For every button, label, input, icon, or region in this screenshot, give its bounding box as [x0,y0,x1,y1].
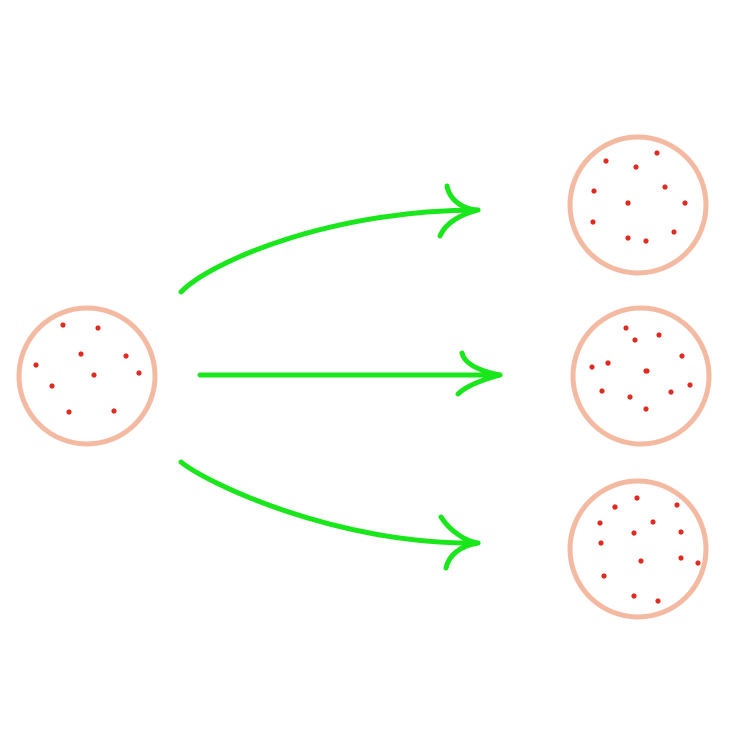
target-circle-top-dot [654,150,660,156]
source-circle-dot [60,322,66,328]
source-circle-dot [123,353,129,359]
target-circle-bottom-dot [631,593,637,599]
target-circle-middle-dot [643,368,649,374]
source-circle-outline [16,305,158,447]
source-circle-dot [95,325,101,331]
arrow-to-top-shaft [178,207,481,295]
target-circle-bottom-dot [650,519,656,525]
source-circle-dot [111,408,117,414]
target-circle-bottom-dot [655,598,661,604]
target-circle-top-dot [633,164,639,170]
target-circle-middle-dot [632,337,638,343]
target-circle-bottom [567,478,709,620]
arrow-to-middle-head [455,350,503,397]
target-circle-bottom-dot [638,558,644,564]
circles-group [16,134,712,620]
target-circle-bottom-dot [631,530,637,536]
arrow-to-bottom-head [438,514,481,571]
target-circle-top-dot [625,235,631,241]
target-circle-bottom-dot [695,560,701,566]
target-circle-middle-dot [679,353,685,359]
target-circle-top-dot [590,219,596,225]
target-circle-bottom-dot [674,502,680,508]
target-circle-top-dot [682,200,688,206]
source-circle-dot [66,409,72,415]
target-circle-middle-dot [668,389,674,395]
arrow-to-top [178,183,481,295]
target-circle-bottom-dot [612,504,618,510]
target-circle-bottom-dot [634,495,640,501]
target-circle-top-dot [643,238,649,244]
source-circle-dot [78,351,84,357]
target-circle-middle-outline [570,305,712,447]
target-circle-top-dot [662,184,668,190]
target-circle-bottom-dot [678,555,684,561]
source-circle-dot [33,362,39,368]
target-circle-bottom-dot [601,573,607,579]
arrow-to-middle [197,350,503,397]
arrow-to-bottom-shaft [178,459,481,546]
target-circle-top-dot [671,229,677,235]
target-circle-top-outline [567,134,709,276]
target-circle-middle-dot [589,364,595,370]
target-circle-middle-dot [687,382,693,388]
arrow-to-top-head [437,183,481,239]
target-circle-middle-dot [599,388,605,394]
target-circle-middle-dot [605,360,611,366]
target-circle-top-dot [603,158,609,164]
target-circle-middle-dot [643,406,649,412]
target-circle-bottom-outline [567,478,709,620]
target-circle-middle [570,305,712,447]
target-circle-bottom-dot [678,529,684,535]
arrow-to-bottom [178,459,481,571]
source-circle-dot [49,383,55,389]
target-circle-middle-dot [656,332,662,338]
source-circle-dot [91,372,97,378]
target-circle-top-dot [591,188,597,194]
target-circle-bottom-dot [598,540,604,546]
target-circle-top-dot [625,200,631,206]
source-circle [16,305,158,447]
target-circle-bottom-dot [597,520,603,526]
target-circle-top [567,134,709,276]
target-circle-middle-dot [627,394,633,400]
source-circle-dot [136,370,142,376]
target-circle-middle-dot [623,325,629,331]
